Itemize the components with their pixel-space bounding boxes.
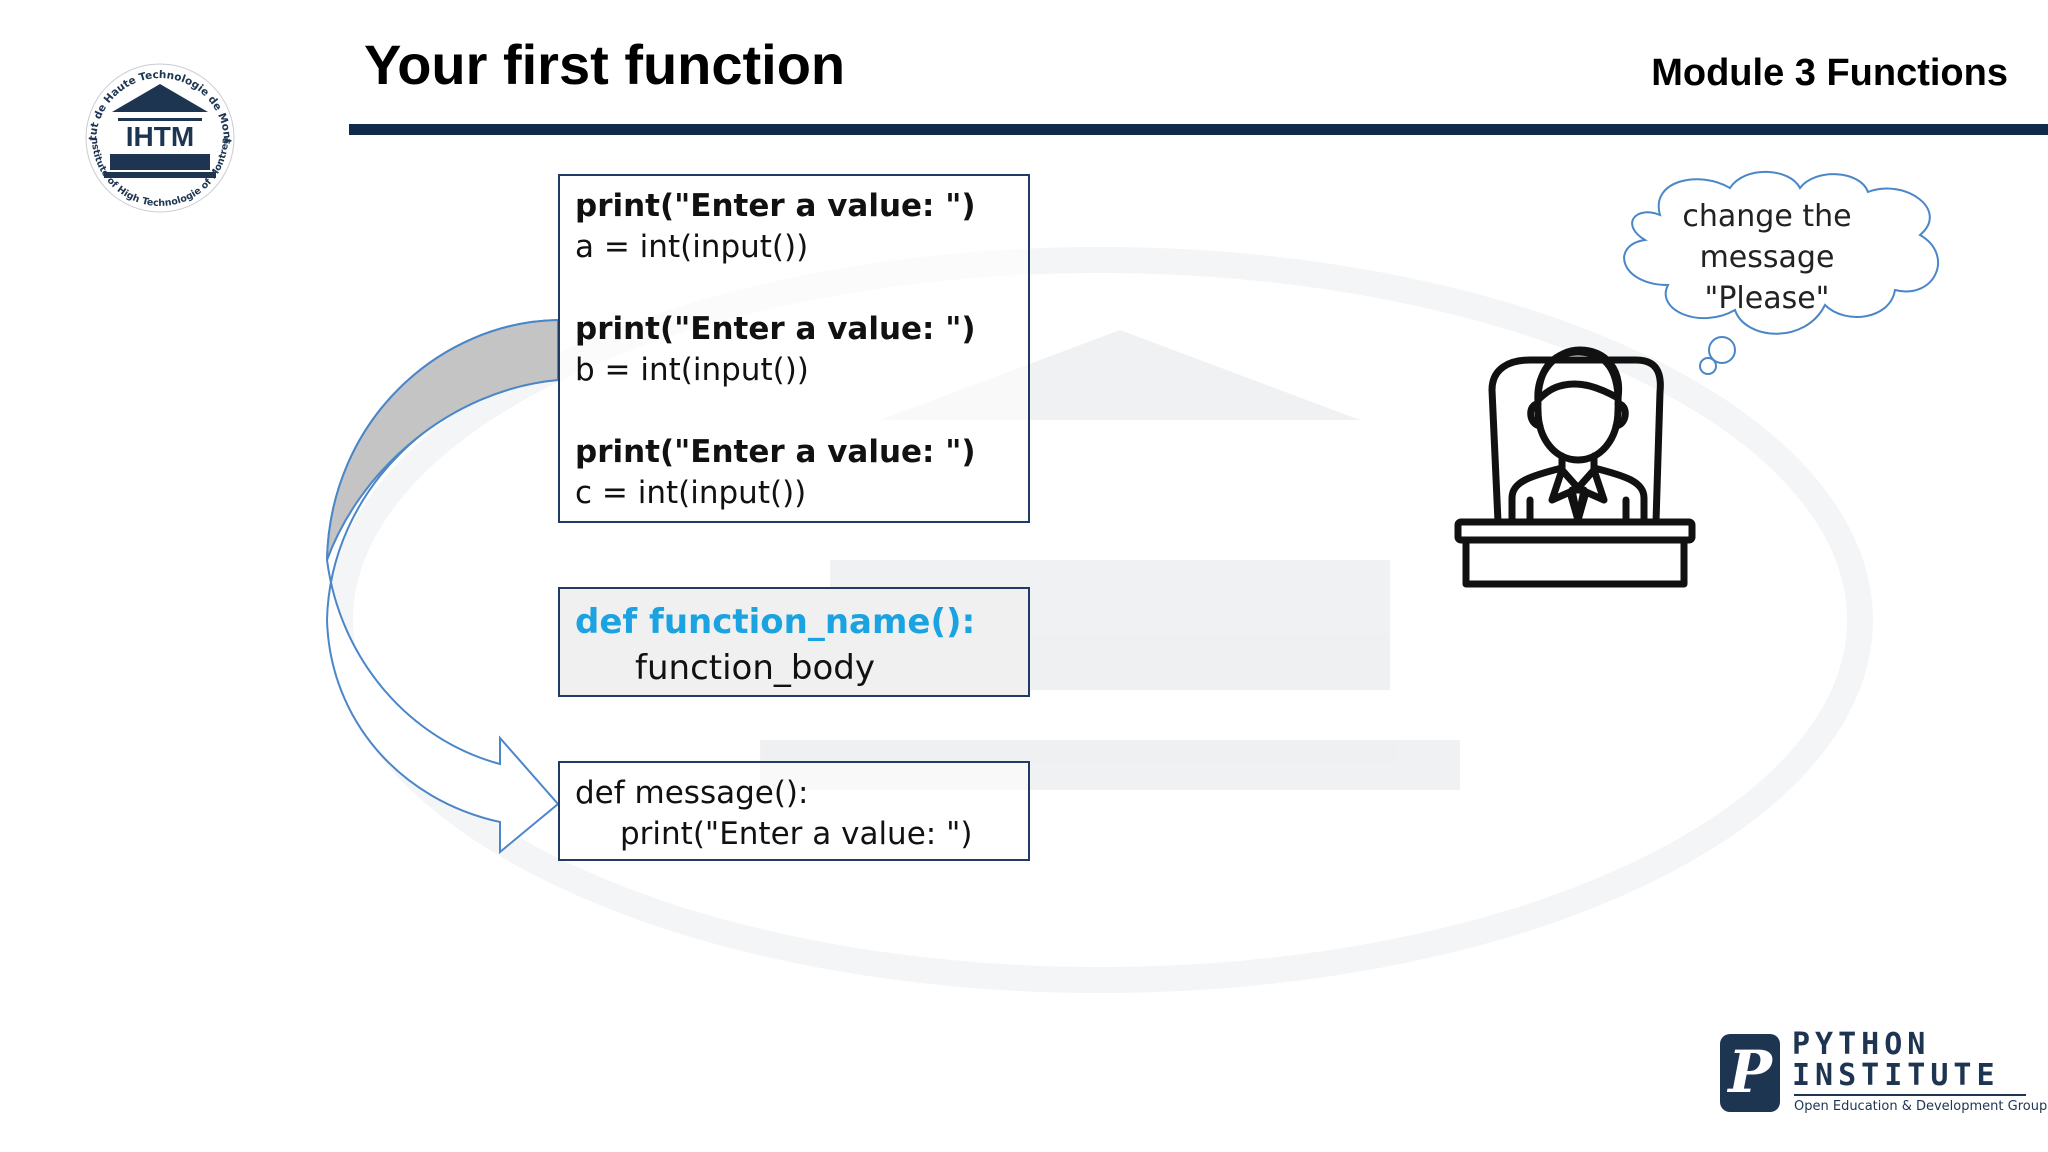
code-line: print("Enter a value: ")	[575, 434, 976, 470]
slide-title: Your first function	[364, 33, 846, 96]
python-institute-tagline: Open Education & Development Group	[1794, 1099, 2048, 1114]
code-line: print("Enter a value: ")	[575, 188, 976, 224]
person-at-desk-icon	[1454, 346, 1696, 588]
header-divider	[349, 124, 2048, 135]
python-institute-divider	[1794, 1094, 2026, 1096]
code-line: a = int(input())	[575, 229, 809, 265]
code-line: print("Enter a value: ")	[575, 311, 976, 347]
curved-arrow-icon	[325, 318, 560, 855]
svg-text:P: P	[1726, 1038, 1773, 1106]
thought-line: change the	[1682, 199, 1852, 234]
thought-bubble-text: change the message "Please"	[1652, 196, 1882, 319]
code-line: b = int(input())	[575, 352, 809, 388]
logo-abbr: IHTM	[126, 121, 194, 152]
thought-line: message	[1699, 240, 1835, 275]
def-keyword-line: def function_name():	[575, 602, 976, 642]
function-example-block: def message(): print("Enter a value: ")	[558, 761, 1030, 861]
python-institute-name-1: PYTHON	[1792, 1027, 1931, 1062]
code-line: c = int(input())	[575, 475, 807, 511]
repeated-code-block: print("Enter a value: ") a = int(input()…	[558, 174, 1030, 523]
thought-line: "Please"	[1704, 281, 1830, 316]
function-body-line: function_body	[635, 648, 875, 688]
thought-cloud-icon	[1623, 170, 1939, 375]
def-line: def message():	[575, 775, 809, 811]
function-syntax-block: def function_name(): function_body	[558, 587, 1030, 697]
ihtm-logo: Institut de Haute Technologie de Montréa…	[70, 42, 235, 213]
python-institute-name-2: INSTITUTE	[1792, 1058, 2000, 1093]
logo-roof-icon	[112, 84, 208, 112]
module-label: Module 3 Functions	[1651, 52, 2008, 94]
python-institute-logo-icon: P	[1720, 1034, 1780, 1112]
example-body-line: print("Enter a value: ")	[620, 816, 973, 852]
